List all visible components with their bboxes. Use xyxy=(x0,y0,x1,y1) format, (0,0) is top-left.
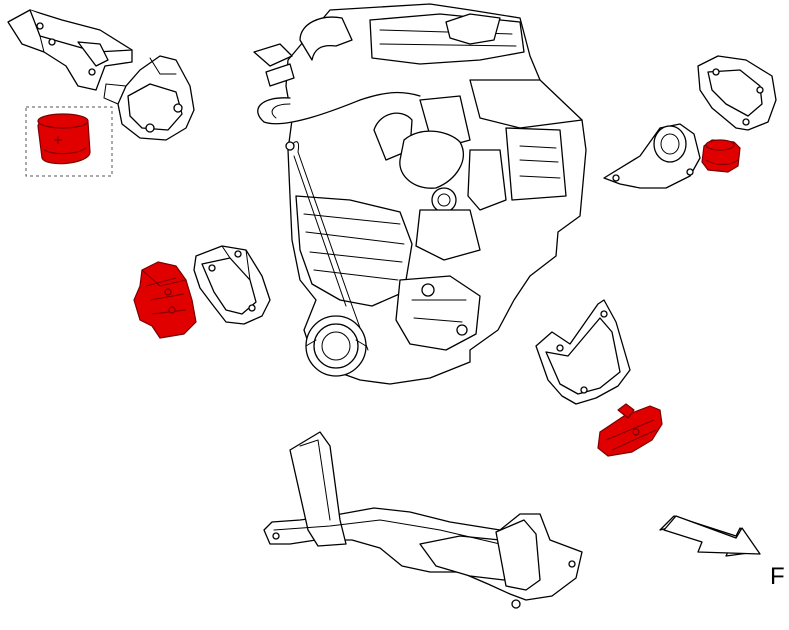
rear-mount-bracket xyxy=(535,299,631,405)
left-mount-bracket xyxy=(193,245,271,325)
engine-block xyxy=(253,3,587,385)
right-upper-bracket xyxy=(697,55,777,131)
crossmember xyxy=(263,431,583,609)
left-rubber-mount xyxy=(133,261,197,339)
forward-direction-arrow xyxy=(659,515,761,557)
left-mount-bracket-upper xyxy=(7,9,133,91)
right-lower-bracket xyxy=(603,123,701,189)
rubber-mount-cylinder xyxy=(37,113,91,165)
detail-frame xyxy=(25,106,113,177)
left-mount-bracket-lower xyxy=(103,55,195,141)
direction-label: F xyxy=(770,563,785,590)
rear-rubber-mount xyxy=(597,403,663,457)
right-rubber-mount xyxy=(701,139,741,173)
